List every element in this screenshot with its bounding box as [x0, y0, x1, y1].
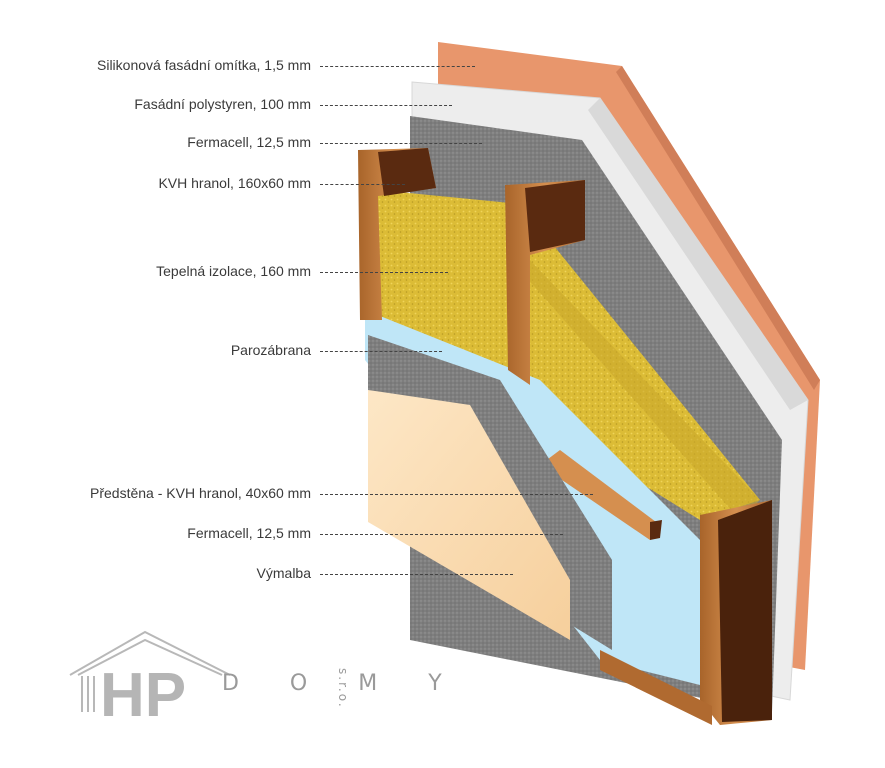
layer-insulation: [378, 190, 760, 520]
logo-domy: D O M Y: [222, 671, 464, 696]
leader-fermacell-inner: [320, 534, 563, 535]
timber-batten: [540, 450, 662, 540]
label-insulation: Tepelná izolace, 160 mm: [156, 263, 311, 279]
layer-paint: [368, 390, 570, 640]
logo-house-icon: [69, 630, 231, 712]
label-fermacell-outer: Fermacell, 12,5 mm: [187, 134, 311, 150]
timber-stud-middle: [505, 180, 585, 385]
label-polystyrene: Fasádní polystyren, 100 mm: [134, 96, 311, 112]
timber-sill: [600, 650, 712, 725]
leader-plaster: [320, 66, 475, 67]
label-paint: Výmalba: [256, 565, 311, 581]
label-kvh-stud: KVH hranol, 160x60 mm: [158, 175, 311, 191]
logo-sro: s.r.o.: [336, 668, 350, 709]
leader-batten: [320, 494, 593, 495]
label-plaster: Silikonová fasádní omítka, 1,5 mm: [97, 57, 311, 73]
timber-stud-front: [700, 500, 772, 725]
leader-polystyrene: [320, 105, 452, 106]
leader-fermacell-outer: [320, 143, 482, 144]
logo-hp: HP: [100, 661, 186, 730]
leader-vapor-barrier: [320, 351, 442, 352]
label-fermacell-inner: Fermacell, 12,5 mm: [187, 525, 311, 541]
leader-paint: [320, 574, 513, 575]
leader-insulation: [320, 272, 448, 273]
leader-kvh-stud: [320, 184, 405, 185]
label-vapor-barrier: Parozábrana: [230, 342, 311, 358]
label-batten: Předstěna - KVH hranol, 40x60 mm: [90, 485, 311, 501]
